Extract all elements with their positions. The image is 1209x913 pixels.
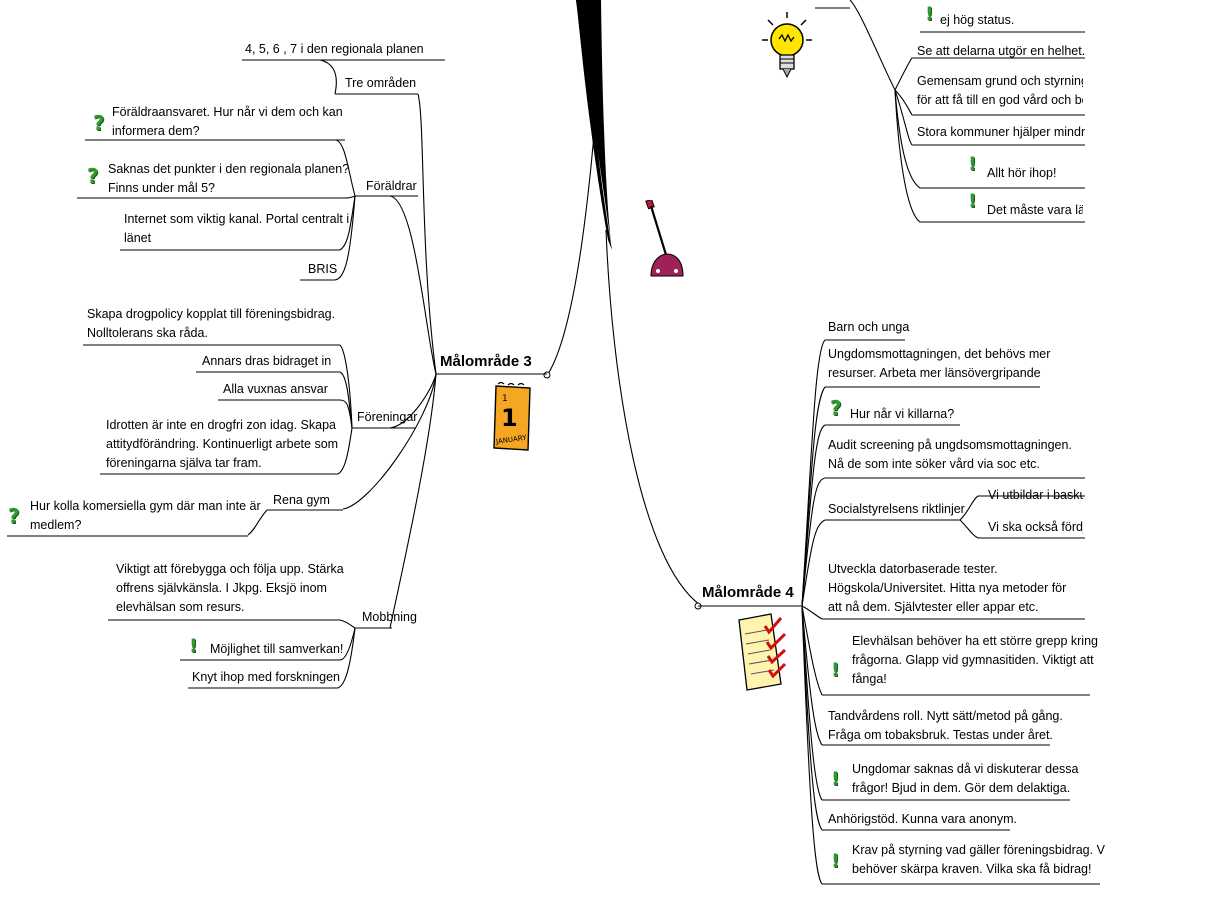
topic-foraldraansvaret[interactable]: Föräldraansvaret. Hur når vi dem och kan… (112, 105, 343, 138)
topic-audit-screening[interactable]: Audit screening på ungdsomsmottagningen.… (828, 438, 1072, 471)
calendar-number: 1 (501, 404, 518, 432)
topic-internet-kanal[interactable]: Internet som viktig kanal. Portal centra… (124, 212, 350, 245)
exclamation-mark-icon: ! (925, 3, 934, 25)
exclamation-mark-icon: ! (831, 768, 840, 790)
topic-annars-dras-bidraget[interactable]: Annars dras bidraget in (202, 354, 332, 368)
topic-tandvardens-roll[interactable]: Tandvårdens roll. Nytt sätt/metod på gån… (828, 709, 1063, 742)
topic-anhorigstod[interactable]: Anhörigstöd. Kunna vara anonym. (828, 812, 1018, 826)
topic-barn-och-unga[interactable]: Barn och unga (828, 320, 910, 334)
topic-baskur[interactable]: Vi utbildar i baskur (988, 488, 1083, 502)
topic-datorbaserade-tester[interactable]: Utveckla datorbaserade tester. Högskola/… (828, 562, 1067, 614)
topic-tre-omraden[interactable]: Tre områden (345, 76, 417, 90)
topic-elevhalsan[interactable]: Elevhälsan behöver ha ett större grepp k… (852, 634, 1098, 686)
topic-idrotten[interactable]: Idrotten är inte en drogfri zon idag. Sk… (106, 418, 339, 470)
topic-gemensam-grund[interactable]: Gemensam grund och styrning n för att få… (917, 74, 1083, 107)
checklist-icon (738, 613, 787, 691)
calendar-day-icon: 1 1 JANUARY (493, 382, 531, 451)
lightbulb-icon (762, 12, 812, 79)
topic-mobbning[interactable]: Mobbning (362, 610, 417, 624)
topic-foraldrar[interactable]: Föräldrar (366, 179, 417, 193)
topic-komersiella-gym[interactable]: Hur kolla komersiella gym där man inte ä… (30, 499, 261, 532)
topic-killarna[interactable]: Hur når vi killarna? (850, 407, 955, 421)
clip-mask (1085, 0, 1209, 610)
main-trunk-shape (576, 0, 612, 250)
question-mark-icon: ? (830, 396, 842, 420)
topic-ej-hog-status[interactable]: ej hög status. (940, 13, 1015, 27)
exclamation-mark-icon: ! (968, 190, 977, 212)
question-mark-icon: ? (87, 164, 99, 188)
topic-saknas-punkter[interactable]: Saknas det punkter i den regionala plane… (108, 162, 350, 195)
topic-forskningen[interactable]: Knyt ihop med forskningen (192, 670, 341, 684)
topic-rena-gym[interactable]: Rena gym (273, 493, 330, 507)
topic-fordjupa[interactable]: Vi ska också fördju (988, 520, 1083, 534)
topic-latt[interactable]: Det måste vara lätt (987, 203, 1083, 217)
trunk-to-malomrade4 (605, 229, 701, 606)
central-topic-malomrade-3[interactable]: Målområde 3 (440, 353, 532, 370)
topic-forebygga[interactable]: Viktigt att förebygga och följa upp. Stä… (116, 562, 344, 614)
exclamation-mark-icon: ! (831, 659, 840, 681)
topic-tre-omraden-child[interactable]: 4, 5, 6 , 7 i den regionala planen (245, 42, 424, 56)
topic-krav-pa-styrning[interactable]: Krav på styrning vad gäller föreningsbid… (852, 843, 1108, 876)
exclamation-mark-icon: ! (189, 635, 198, 657)
trunk-to-malomrade3 (547, 59, 601, 375)
calendar-header: 1 (502, 394, 508, 404)
topic-drogpolicy[interactable]: Skapa drogpolicy kopplat till föreningsb… (87, 307, 336, 340)
clip-mask (1105, 610, 1209, 913)
plunger-icon (645, 200, 684, 277)
topic-ungdomar-saknas[interactable]: Ungdomar saknas då vi diskuterar dessa f… (852, 762, 1079, 795)
question-mark-icon: ? (8, 504, 20, 528)
topic-stora-kommuner[interactable]: Stora kommuner hjälper mindre. (917, 125, 1096, 139)
topic-allt-hor-ihop[interactable]: Allt hör ihop! (987, 166, 1057, 180)
topic-socialstyrelsens-riktlinjer[interactable]: Socialstyrelsens riktlinjer (828, 502, 965, 516)
topic-alla-vuxnas-ansvar[interactable]: Alla vuxnas ansvar (223, 382, 328, 396)
exclamation-mark-icon: ! (968, 153, 977, 175)
central-topic-malomrade-4[interactable]: Målområde 4 (702, 584, 794, 601)
topic-helhet[interactable]: Se att delarna utgör en helhet. (917, 44, 1086, 58)
topic-samverkan[interactable]: Möjlighet till samverkan! (210, 642, 344, 656)
exclamation-mark-icon: ! (831, 850, 840, 872)
question-mark-icon: ? (93, 111, 105, 135)
node-circle (543, 371, 551, 379)
topic-bris[interactable]: BRIS (308, 262, 338, 276)
topic-ungdomsmottagningen[interactable]: Ungdomsmottagningen, det behövs mer resu… (828, 347, 1051, 380)
topic-foreningar[interactable]: Föreningar (357, 410, 418, 424)
